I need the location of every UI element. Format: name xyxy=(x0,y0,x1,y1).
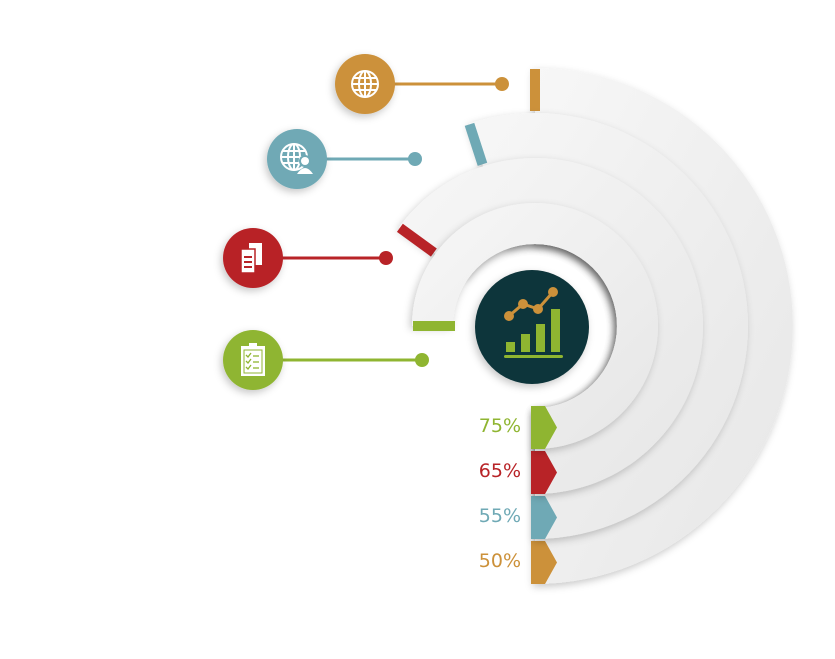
globe-user-icon xyxy=(267,129,327,189)
bar-start-marker-checklist xyxy=(531,406,557,449)
connector-dot-checklist xyxy=(415,353,429,367)
center-badge xyxy=(475,270,589,384)
bar-checklist xyxy=(412,203,658,449)
connector-dot-global-users xyxy=(408,152,422,166)
bar-end-cap-global-users xyxy=(464,122,488,166)
bar-start-marker-global xyxy=(531,541,557,584)
globe-icon xyxy=(335,54,395,114)
connector-dot-global xyxy=(495,77,509,91)
clipboard-checklist-icon xyxy=(223,330,283,390)
value-label-documents: 65% xyxy=(478,460,521,482)
bar-end-cap-documents xyxy=(396,223,437,257)
value-label-global-users: 55% xyxy=(478,505,521,527)
documents-icon xyxy=(223,228,283,288)
value-label-global: 50% xyxy=(478,550,521,572)
bar-start-marker-global-users xyxy=(531,496,557,539)
bar-start-marker-documents xyxy=(531,451,557,494)
connector-dot-documents xyxy=(379,251,393,265)
value-label-checklist: 75% xyxy=(478,415,521,437)
growth-chart-icon xyxy=(504,287,563,358)
